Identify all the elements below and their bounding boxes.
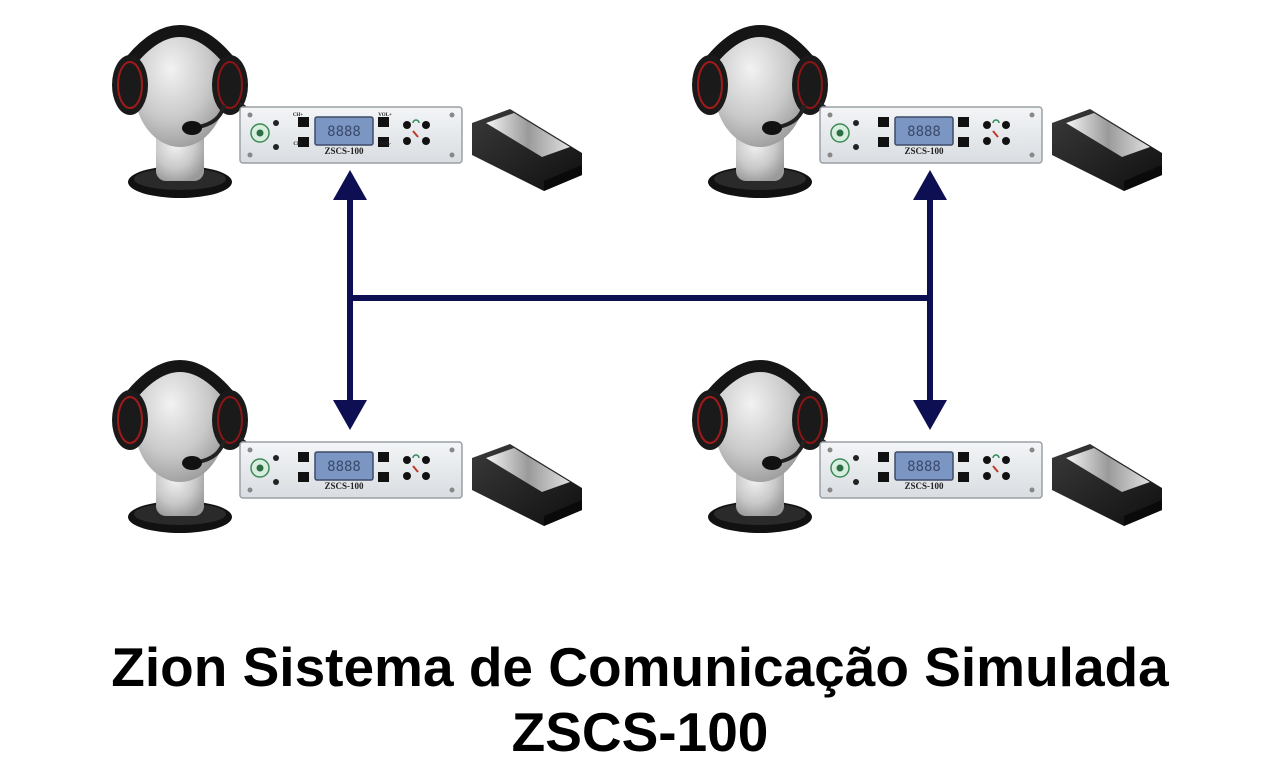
arrow-up-left (333, 170, 367, 200)
ch-up-label: CH+ (293, 113, 304, 118)
arrow-down-left (333, 400, 367, 430)
arrow-up-right (913, 170, 947, 200)
vol-down-label: VOL- (379, 142, 392, 147)
arrow-down-right (913, 400, 947, 430)
page-title: Zion Sistema de Comunicação Simulada (111, 636, 1169, 698)
model-label-top-right: ZSCS-100 (904, 146, 944, 156)
model-label-bottom-right: ZSCS-100 (904, 481, 944, 491)
station-top-right (692, 27, 1162, 198)
panel-labels: ZSCS-100 ZSCS-100 ZSCS-100 ZSCS-100 CH+ … (293, 113, 944, 491)
page-subtitle-model: ZSCS-100 (511, 701, 769, 763)
vol-up-label: VOL+ (378, 113, 392, 118)
communication-diagram: 8888 ZSCS-100 ZSCS-100 ZSCS-1 (0, 0, 1280, 600)
ch-down-label: CH- (293, 142, 303, 147)
model-label-top-left: ZSCS-100 (324, 146, 364, 156)
connector-network (333, 170, 947, 430)
model-label-bottom-left: ZSCS-100 (324, 481, 364, 491)
station-top-left (112, 27, 582, 198)
